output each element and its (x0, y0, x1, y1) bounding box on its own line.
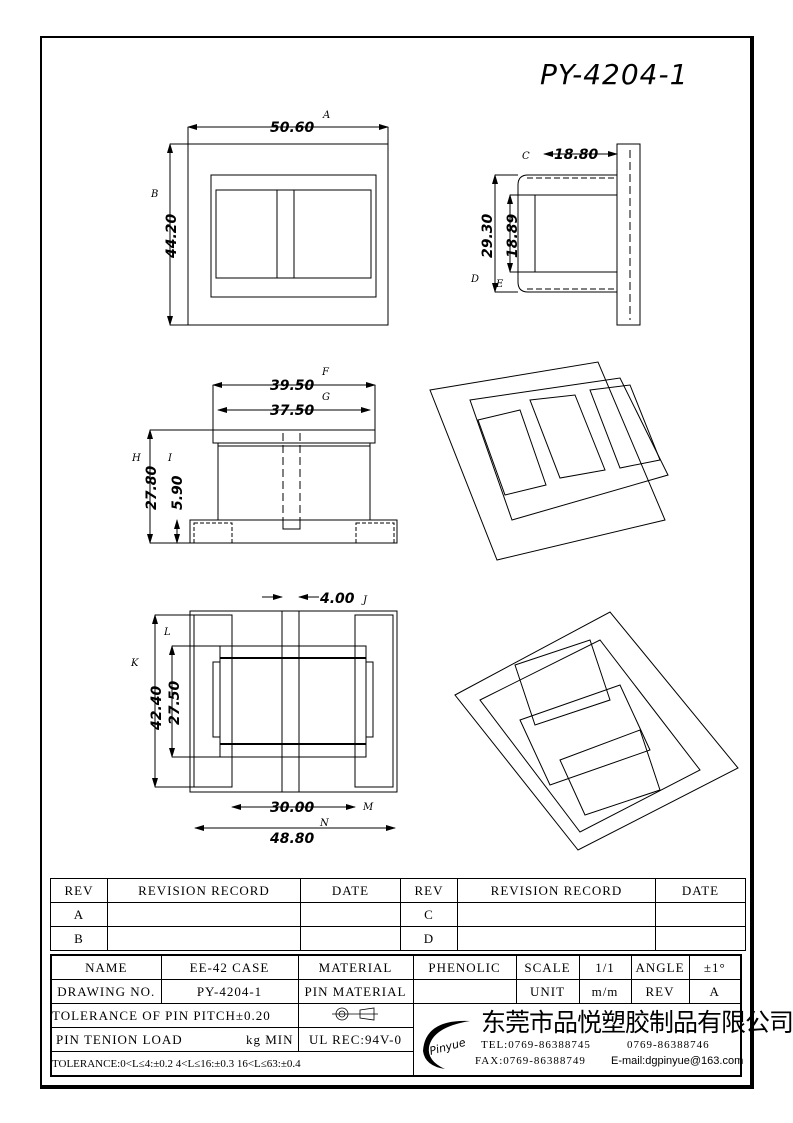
general-tolerance: TOLERANCE:0<L≤4:±0.2 4<L≤16:±0.3 16<L≤63… (50, 1051, 414, 1077)
pin-material-label: PIN MATERIAL (297, 979, 414, 1004)
rev-cell: A (50, 902, 108, 927)
dim-B-value: 44.20 (164, 213, 180, 259)
rev-value: A (688, 979, 742, 1004)
dim-K-label: K (130, 658, 139, 669)
date-cell (655, 902, 746, 927)
name-value: EE-42 CASE (160, 954, 299, 980)
dim-H-label: H (131, 453, 141, 464)
dim-F-value: 39.50 (270, 378, 315, 394)
record-cell (107, 902, 301, 927)
front-view (147, 382, 398, 544)
pin-pitch-tolerance: TOLERANCE OF PIN PITCH±0.20 (50, 1003, 299, 1028)
record-header: REVISION RECORD (457, 878, 656, 903)
date-cell (300, 926, 401, 951)
dim-M-value: 30.00 (270, 800, 315, 816)
pinyue-logo: Pinyue (423, 1020, 470, 1069)
date-header: DATE (655, 878, 746, 903)
dim-J-label: J (361, 595, 368, 606)
third-angle-projection-icon (331, 1007, 378, 1020)
company-name: 东莞市品悦塑胶制品有限公司 (481, 1008, 793, 1037)
dim-I-value: 5.90 (170, 475, 186, 510)
record-cell (457, 926, 656, 951)
revision-header-row: REV REVISION RECORD DATE REV REVISION RE… (50, 878, 746, 903)
unit-value: m/m (578, 979, 632, 1004)
record-cell (457, 902, 656, 927)
isometric-top (429, 361, 669, 561)
isometric-bottom (454, 611, 739, 851)
dim-D-label: D (470, 274, 479, 285)
date-header: DATE (300, 878, 401, 903)
company-info: Pinyue 东莞市品悦塑胶制品有限公司 TEL:0769-86388745 0… (415, 1003, 793, 1075)
dim-K-value: 42.40 (149, 685, 165, 731)
material-value: PHENOLIC (412, 954, 517, 980)
record-header: REVISION RECORD (107, 878, 301, 903)
rev-cell: B (50, 926, 108, 951)
title-block: NAME EE-42 CASE MATERIAL PHENOLIC SCALE … (50, 954, 742, 1077)
company-tel1: TEL:0769-86388745 (481, 1039, 591, 1051)
dim-C-value: 18.80 (554, 147, 599, 163)
dim-L-value: 27.50 (167, 680, 183, 725)
top-view (167, 124, 389, 326)
dim-F-label: F (321, 367, 330, 378)
dim-N-label: N (319, 818, 330, 829)
dim-N-value: 48.80 (269, 831, 315, 847)
pin-material-value (412, 979, 517, 1004)
revision-table: REV REVISION RECORD DATE REV REVISION RE… (50, 878, 746, 951)
dim-L-label: L (163, 627, 171, 638)
dim-D-value: 29.30 (480, 213, 496, 258)
unit-label: UNIT (515, 979, 580, 1004)
dim-G-label: G (322, 392, 330, 403)
date-cell (300, 902, 401, 927)
pin-tension-label: PIN TENION LOAD (56, 1031, 183, 1047)
dim-E-value: 18.89 (505, 213, 521, 258)
dim-B-label: B (150, 189, 158, 200)
company-tel2: 0769-86388746 (627, 1039, 710, 1051)
bottom-view (152, 594, 398, 831)
dim-A-label: A (322, 110, 330, 121)
pin-tension-row: PIN TENION LOAD kg MIN (50, 1027, 299, 1052)
dim-H-value: 27.80 (144, 465, 160, 510)
drawing-title: PY-4204-1 (540, 58, 689, 91)
company-fax: FAX:0769-86388749 (475, 1055, 586, 1067)
company-email: E-mail:dgpinyue@163.com (611, 1055, 744, 1067)
technical-drawing: 50.60 A 44.20 B 18.80 C 29.30 D 18.89 E … (130, 110, 739, 851)
dim-M-label: M (362, 802, 374, 813)
dim-A-value: 50.60 (270, 120, 315, 136)
rev-label: REV (630, 979, 690, 1004)
ul-rec: UL REC:94V-0 (297, 1027, 414, 1052)
dim-I-label: I (167, 453, 173, 464)
rev-cell: D (400, 926, 458, 951)
rev-header: REV (50, 878, 108, 903)
sheet-border (40, 36, 754, 1089)
material-label: MATERIAL (297, 954, 414, 980)
scale-label: SCALE (515, 954, 580, 980)
drawing-no-value: PY-4204-1 (160, 979, 299, 1004)
side-view (492, 143, 641, 326)
dim-G-value: 37.50 (270, 403, 315, 419)
revision-row: B D (50, 926, 746, 951)
name-label: NAME (50, 954, 162, 980)
angle-label: ANGLE (630, 954, 690, 980)
rev-header: REV (400, 878, 458, 903)
rev-cell: C (400, 902, 458, 927)
date-cell (655, 926, 746, 951)
drawing-no-label: DRAWING NO. (50, 979, 162, 1004)
svg-text:Pinyue: Pinyue (428, 1036, 467, 1058)
angle-value: ±1° (688, 954, 742, 980)
record-cell (107, 926, 301, 951)
revision-row: A C (50, 902, 746, 927)
dim-C-label: C (522, 151, 530, 162)
dim-E-label: E (495, 279, 504, 290)
dim-J-value: 4.00 (319, 591, 355, 607)
pin-tension-unit: kg MIN (245, 1031, 294, 1047)
scale-value: 1/1 (578, 954, 632, 980)
projection-symbol (297, 1003, 414, 1028)
